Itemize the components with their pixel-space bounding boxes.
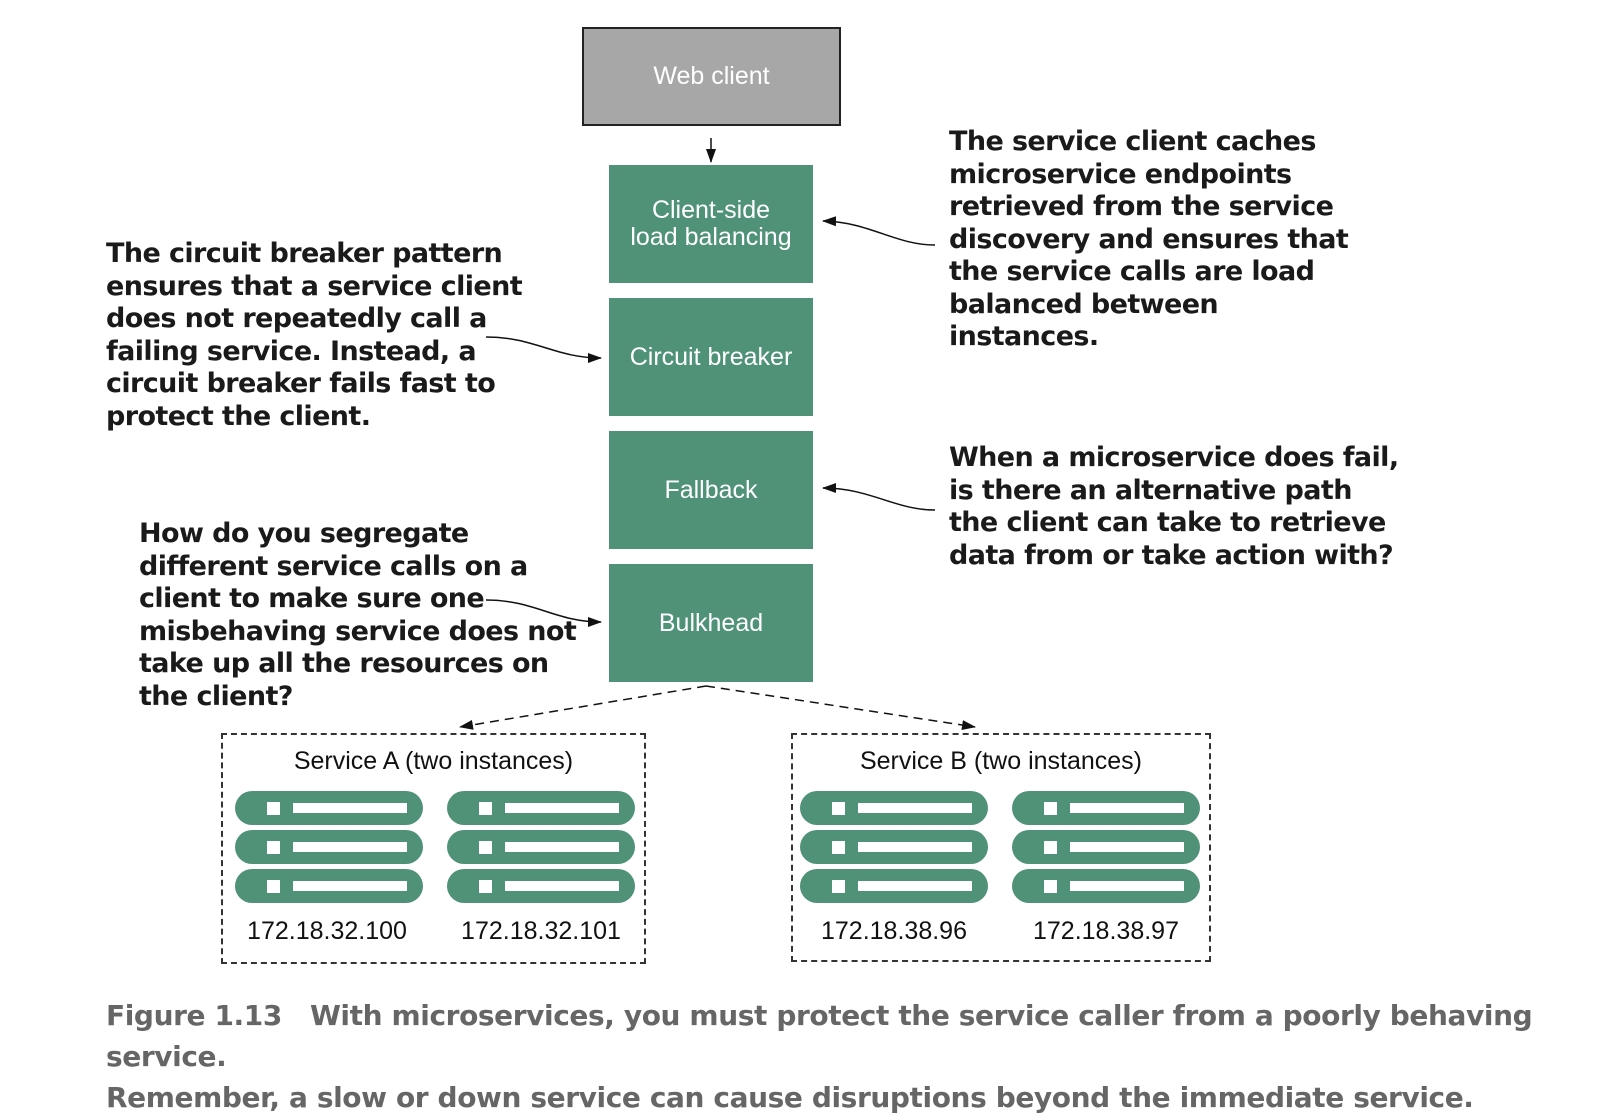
server-icon bbox=[235, 791, 423, 908]
circuit-breaker-box: Circuit breaker bbox=[609, 298, 813, 416]
bulkhead-note: How do you segregate different service c… bbox=[139, 518, 577, 712]
service-a-instance-1-ip: 172.18.32.100 bbox=[247, 917, 407, 945]
load-balancing-note: The service client caches microservice e… bbox=[949, 126, 1349, 352]
client-side-load-balancing-box: Client-side load balancing bbox=[609, 165, 813, 283]
lb-note-arrow bbox=[822, 216, 936, 246]
service-b-instance-2-ip: 172.18.38.97 bbox=[1033, 917, 1179, 945]
circuit-breaker-note: The circuit breaker pattern ensures that… bbox=[106, 238, 523, 432]
caption-text-1: With microservices, you must protect the… bbox=[106, 999, 1533, 1073]
service-b-group: Service B (two instances) bbox=[791, 733, 1211, 962]
fallback-box: Fallback bbox=[609, 431, 813, 549]
service-a-group: Service A (two instances) bbox=[221, 733, 646, 964]
server-icon bbox=[447, 791, 635, 908]
server-icon bbox=[1012, 791, 1200, 908]
web-client-box: Web client bbox=[582, 27, 841, 126]
bulkhead-to-service-a-arrow bbox=[459, 685, 707, 730]
caption-line-2: Remember, a slow or down service can cau… bbox=[106, 1081, 1474, 1114]
bulkhead-to-service-b-arrow bbox=[705, 685, 976, 730]
figure-label: Figure 1.13 bbox=[106, 999, 282, 1032]
service-b-title: Service B (two instances) bbox=[859, 747, 1143, 775]
cb-note-arrow bbox=[485, 336, 602, 363]
server-icon bbox=[800, 791, 988, 908]
fallback-note: When a microservice does fail, is there … bbox=[949, 442, 1399, 571]
service-a-instance-2-ip: 172.18.32.101 bbox=[461, 917, 621, 945]
service-b-instance-1-ip: 172.18.38.96 bbox=[821, 917, 967, 945]
fb-note-arrow bbox=[822, 483, 936, 511]
service-a-title: Service A (two instances) bbox=[293, 747, 574, 775]
bh-note-arrow bbox=[485, 599, 602, 627]
bulkhead-box: Bulkhead bbox=[609, 564, 813, 682]
